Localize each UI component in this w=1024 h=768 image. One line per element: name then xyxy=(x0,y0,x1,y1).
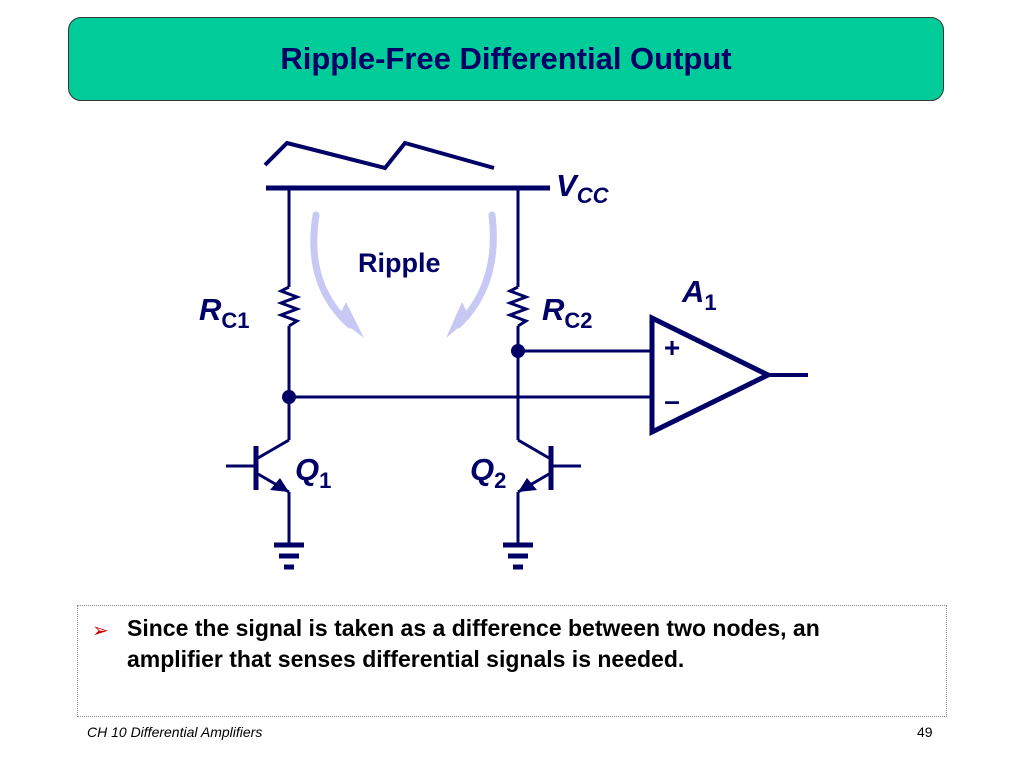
left-branch-wires xyxy=(257,188,302,545)
title-banner: Ripple-Free Differential Output xyxy=(68,17,944,101)
ground-icon xyxy=(503,542,533,570)
node-dot xyxy=(511,344,525,358)
rc1-label: RC1 xyxy=(199,292,250,333)
note-box: ➢ Since the signal is taken as a differe… xyxy=(77,605,947,717)
bullet-arrow-icon: ➢ xyxy=(92,618,109,642)
q1-symbol xyxy=(226,446,289,492)
ripple-arrows xyxy=(310,211,497,338)
minus-sign: – xyxy=(664,385,680,416)
footer-page-number: 49 xyxy=(917,724,933,740)
a1-label: A1 xyxy=(681,274,717,315)
circuit-diagram: + – VCC Ripple RC1 RC2 Q1 Q2 A1 xyxy=(199,140,808,570)
node-dot xyxy=(282,390,296,404)
slide-title: Ripple-Free Differential Output xyxy=(280,41,732,76)
rc2-label: RC2 xyxy=(542,292,593,333)
q1-label: Q1 xyxy=(295,452,331,493)
amplifier-triangle xyxy=(649,313,774,437)
vcc-label: VCC xyxy=(556,168,610,208)
q2-label: Q2 xyxy=(470,452,506,493)
footer-course: CH 10 Differential Amplifiers xyxy=(87,724,263,740)
q2-symbol xyxy=(518,446,581,492)
right-branch-wires xyxy=(505,188,550,545)
ripple-waveform xyxy=(263,140,495,171)
amp-input-wires xyxy=(289,349,652,399)
ripple-label: Ripple xyxy=(358,248,441,278)
note-text: Since the signal is taken as a differenc… xyxy=(127,615,820,672)
plus-sign: + xyxy=(664,332,680,363)
ground-icon xyxy=(274,542,304,570)
